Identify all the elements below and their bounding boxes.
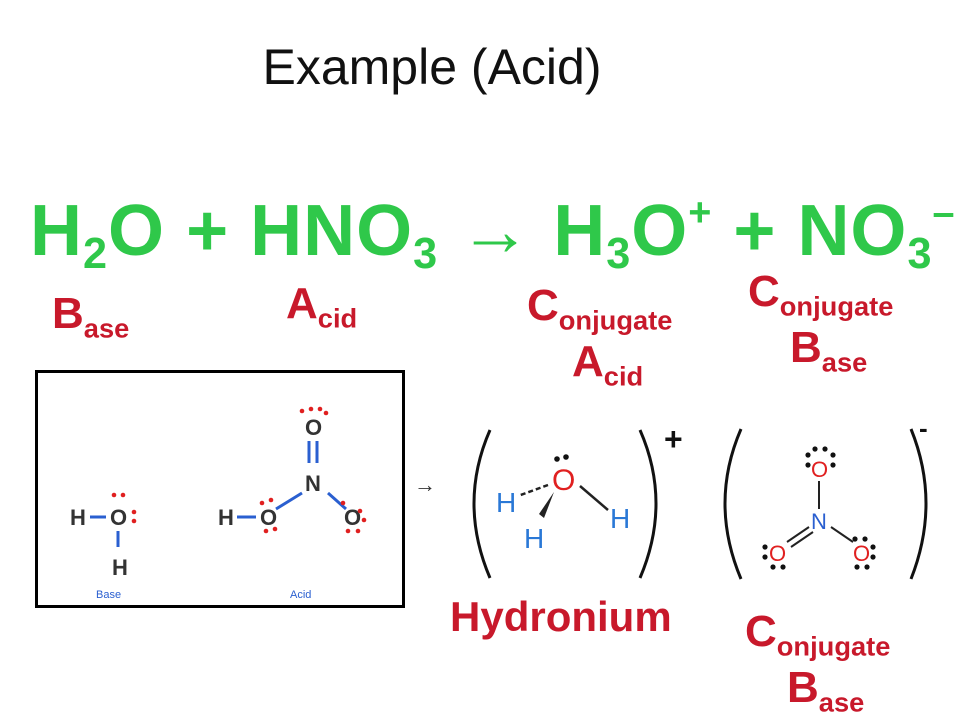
label-conjugate-base-bottom-line1: Conjugate xyxy=(745,607,891,662)
charge-plus: + xyxy=(664,421,683,457)
lone-pair-dots xyxy=(762,446,876,570)
atom-o: O xyxy=(811,457,828,482)
bracket-right xyxy=(909,428,928,580)
hydronium-structure: + O H H H xyxy=(472,421,683,579)
small-arrow: → xyxy=(414,472,436,497)
reactant-nitric-acid: HNO3 xyxy=(250,191,439,278)
atom-n: N xyxy=(811,509,827,534)
chemical-equation: H2O + HNO3 → H3O+ + NO3– xyxy=(30,190,955,279)
atom-h: H xyxy=(70,505,86,530)
lewis-structure-box: H O H Base O N H O O xyxy=(35,370,405,608)
atom-o: O xyxy=(769,541,786,566)
atom-h: H xyxy=(218,505,234,530)
caption-base: Base xyxy=(96,589,121,601)
charge-minus: - xyxy=(919,415,928,443)
label-conjugate-base-top-line1: Conjugate xyxy=(748,267,894,322)
plus-sign: + xyxy=(186,191,230,271)
label-conjugate-acid-line2: Acid xyxy=(572,337,644,392)
atom-n: N xyxy=(305,471,321,496)
atom-h: H xyxy=(112,555,128,580)
atom-o: O xyxy=(305,415,322,440)
atom-o: O xyxy=(260,505,277,530)
lone-pair-dots xyxy=(259,406,367,534)
label-base: Base xyxy=(52,289,130,344)
atom-o: O xyxy=(552,464,575,497)
product-hydronium: H3O+ xyxy=(553,190,713,278)
lewis-structures: H O H Base O N H O O xyxy=(70,406,367,601)
bracket-left xyxy=(723,428,743,580)
bracket-right xyxy=(638,429,658,579)
label-hydronium: Hydronium xyxy=(450,593,672,640)
atom-h: H xyxy=(610,503,630,534)
bracket-left xyxy=(472,429,492,579)
nitric-acid-lewis: O N H O O Acid xyxy=(218,406,367,601)
slide-title: Example (Acid) xyxy=(262,39,602,95)
atom-o: O xyxy=(110,505,127,530)
label-conjugate-base-top-line2: Base xyxy=(790,323,868,378)
label-acid: Acid xyxy=(286,279,358,334)
atom-h: H xyxy=(496,487,516,518)
plus-sign: + xyxy=(733,191,777,271)
reactant-water: H2O xyxy=(30,191,166,278)
atom-o: O xyxy=(344,505,361,530)
reaction-arrow: → xyxy=(459,191,533,271)
atom-o: O xyxy=(853,541,870,566)
caption-acid: Acid xyxy=(290,589,311,601)
product-nitrate: NO3– xyxy=(797,190,956,278)
water-lewis: H O H Base xyxy=(70,492,137,601)
lone-pair-dots xyxy=(111,492,137,524)
atom-h: H xyxy=(524,523,544,554)
label-conjugate-acid-line1: Conjugate xyxy=(527,281,673,336)
label-conjugate-base-bottom-line2: Base xyxy=(787,663,865,718)
nitrate-structure: - O N O O xyxy=(723,415,928,580)
